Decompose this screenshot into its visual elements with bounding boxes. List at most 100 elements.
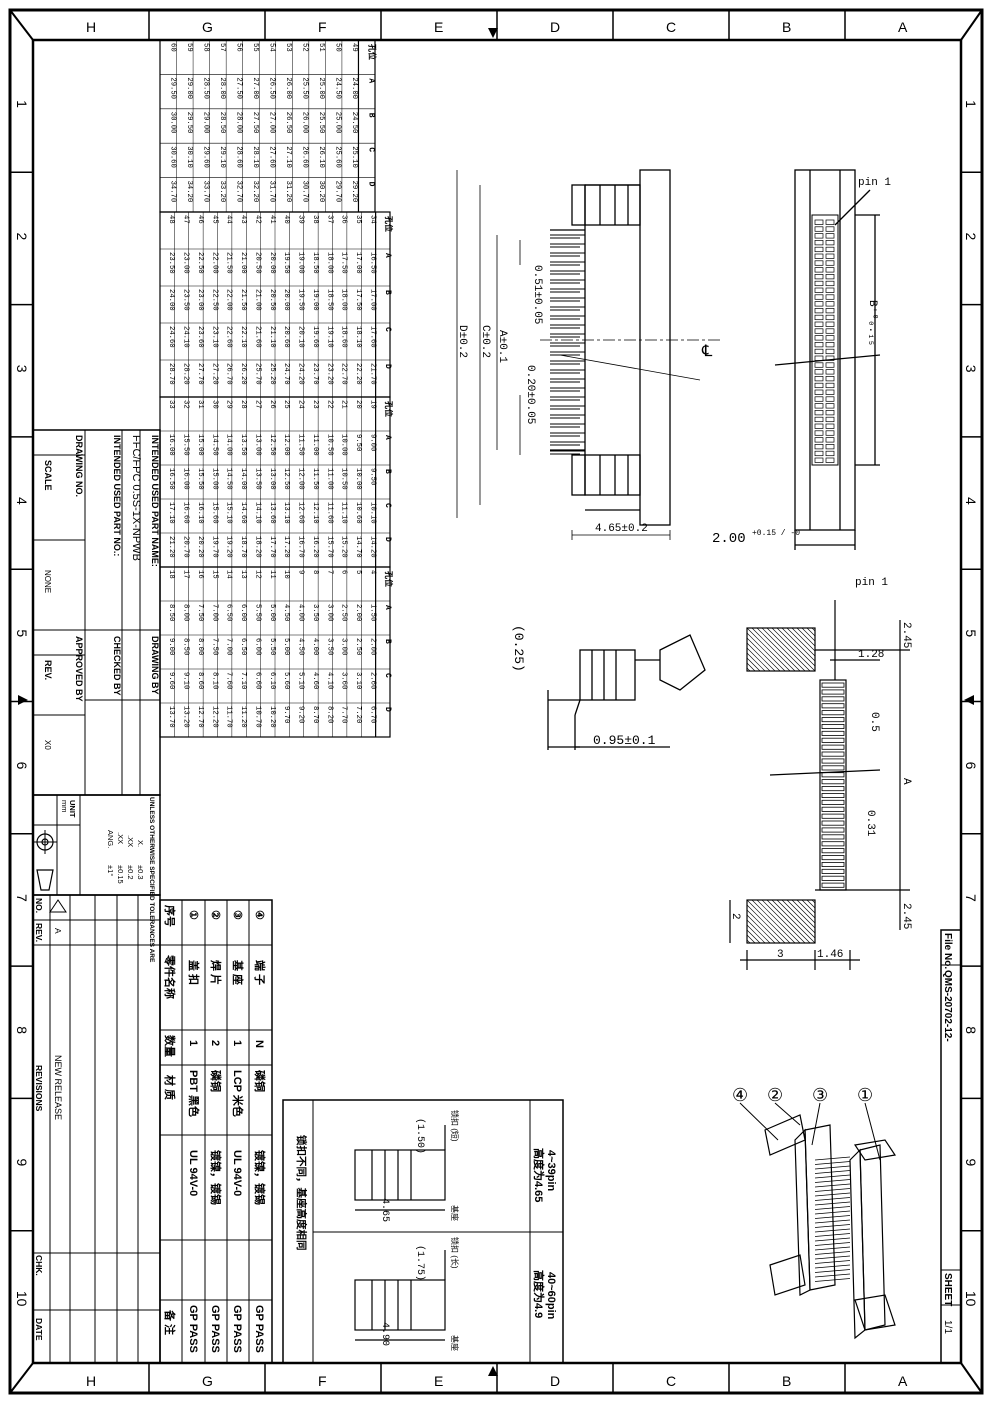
mini-section-long [354, 1250, 446, 1341]
base-label-2: 基座 [450, 1335, 460, 1351]
pin-table-cell: 46 [196, 215, 204, 224]
pin-table-cell: 10.50 [340, 468, 348, 490]
pin-table-cell: 7.10 [239, 672, 247, 689]
dim-a: A±0.1 [496, 330, 508, 363]
bom-cell: UL 94V-0 [231, 1150, 243, 1196]
pin-table-cell: 22.10 [239, 326, 247, 348]
pin-table-cell: 19.20 [225, 536, 233, 558]
pin-table-cell: 11.60 [325, 502, 333, 524]
bom-cell: ② [209, 910, 221, 920]
pin-table-cell: 3.00 [325, 604, 333, 621]
dim-1-75: (1.75) [414, 1245, 426, 1281]
pin-table-cell: 14.20 [368, 536, 376, 558]
dim-05: 0.5 [868, 712, 880, 732]
pin-table-cell: 28.60 [234, 146, 242, 168]
pin-table-cell: 43 [239, 215, 247, 224]
pin-table-cell: 26.20 [239, 363, 247, 385]
pin-table-cell: 5.10 [297, 672, 305, 689]
pin-table-cell: 18.60 [340, 326, 348, 348]
pin-table-cell: 10.60 [354, 502, 362, 524]
pin-table-cell: 29.10 [218, 146, 226, 168]
pin-table-cell: 15.50 [182, 434, 190, 456]
pin-table-cell: 17.70 [268, 536, 276, 558]
svg-text:±0.3: ±0.3 [136, 865, 145, 880]
zone-letter-bottom: A [898, 1373, 908, 1389]
pin-table-cell: 2.60 [368, 672, 376, 689]
pin-table-cell: 21.10 [268, 326, 276, 348]
pin-table-cell: 10.20 [268, 706, 276, 728]
pin-table-cell: 14.50 [225, 468, 233, 490]
zone-letter-top: E [434, 19, 443, 35]
pin-table-cell: 13.70 [167, 706, 175, 728]
rev-label: REV. [43, 660, 53, 680]
dim-031: 0.31 [864, 810, 876, 837]
bom-cell: PBT 黑色 [187, 1070, 201, 1117]
height-note: 锁扣不同，基座高度相同 [295, 1135, 308, 1251]
pin-table-cell: 25.60 [334, 146, 342, 168]
pin-table-cell: 20.00 [268, 252, 276, 274]
zone-letter-bottom: G [202, 1373, 213, 1389]
dim-d: D±0.2 [456, 325, 468, 358]
pin-table-header: A [383, 253, 392, 258]
zone-number-right: 4 [963, 497, 979, 505]
pin-table-cell: 17.50 [354, 289, 362, 311]
pin-table-cell: 28.50 [201, 77, 209, 99]
pin-table-cell: 17.20 [282, 536, 290, 558]
pin-table-cell: 28.20 [182, 363, 190, 385]
pin-table-cell: 19.10 [325, 326, 333, 348]
pin-table-cell: 52 [301, 43, 309, 52]
bom-cell: GP PASS [187, 1305, 199, 1353]
pin-table-cell: 32.20 [251, 181, 259, 203]
pin-table-cell: 25.50 [301, 77, 309, 99]
pin-table-header: 孔位 [383, 401, 394, 417]
revisions-label: REVISIONS [34, 1065, 44, 1112]
rev-rev-label: REV. [34, 923, 44, 942]
height-1: 高度为4.65 [532, 1148, 546, 1202]
pin-table-cell: 4.50 [282, 604, 290, 621]
pin-table-cell: 11.00 [325, 468, 333, 490]
pin-table-cell: 15.10 [225, 502, 233, 524]
pin-table-cell: 8.00 [182, 604, 190, 621]
pin-table-cell: 23.70 [311, 363, 319, 385]
pin-table-header: A [383, 605, 392, 610]
pin-table-cell: 10.10 [368, 502, 376, 524]
bom-cell: LCP 米色 [231, 1070, 245, 1117]
zone-letter-bottom: D [550, 1373, 560, 1389]
pin-table-cell: 51 [317, 43, 325, 52]
pin-table-cell: 23.00 [182, 252, 190, 274]
pin-table-cell: 14.00 [239, 468, 247, 490]
pin-table-cell: 3.50 [311, 604, 319, 621]
centerline-icon: ℄ [701, 343, 713, 361]
bom-cell: 盖 扣 [187, 960, 201, 985]
pin-table-cell: 30.70 [301, 181, 309, 203]
zone-number-left: 8 [14, 1026, 30, 1034]
pin-table-cell: 7.00 [225, 638, 233, 655]
zone-number-right: 8 [963, 1026, 979, 1034]
svg-text:±0.2: ±0.2 [126, 865, 135, 880]
pin-table-cell: 34.70 [168, 181, 176, 203]
bom-cell: GP PASS [253, 1305, 265, 1353]
pin-table-cell: 12.50 [268, 434, 276, 456]
bom-cell: N [253, 1040, 265, 1048]
pin-table-cell: 12.00 [282, 434, 290, 456]
pin-table-cell: 27 [253, 400, 261, 409]
pin-table-cell: 29.50 [185, 112, 193, 134]
tolerance-note: UNLESS OTHERWISE SPECIFIED TOLERANCES AR… [148, 797, 155, 963]
pin-table-cell: 11 [268, 570, 276, 579]
pin-table-cell: 9.60 [167, 672, 175, 689]
pin-table-cell: 13.50 [253, 468, 261, 490]
dim-095: 0.95±0.1 [593, 733, 656, 748]
base-label-1: 基座 [450, 1205, 460, 1221]
pin-table-cell: 18.50 [311, 252, 319, 274]
pin-table-header: B [383, 469, 392, 474]
pin-table-cell: 26.50 [268, 77, 276, 99]
pin-table-cell: 13.50 [239, 434, 247, 456]
pin-table-cell: 4.00 [297, 604, 305, 621]
pin-table-cell: 16.60 [182, 502, 190, 524]
pin-table-cell: 10.70 [253, 706, 261, 728]
pin-table-cell: 22.20 [354, 363, 362, 385]
pin-table-cell: 7.20 [354, 706, 362, 723]
pin-table-cell: 8.50 [167, 604, 175, 621]
pin-table-cell: 13 [239, 570, 247, 579]
